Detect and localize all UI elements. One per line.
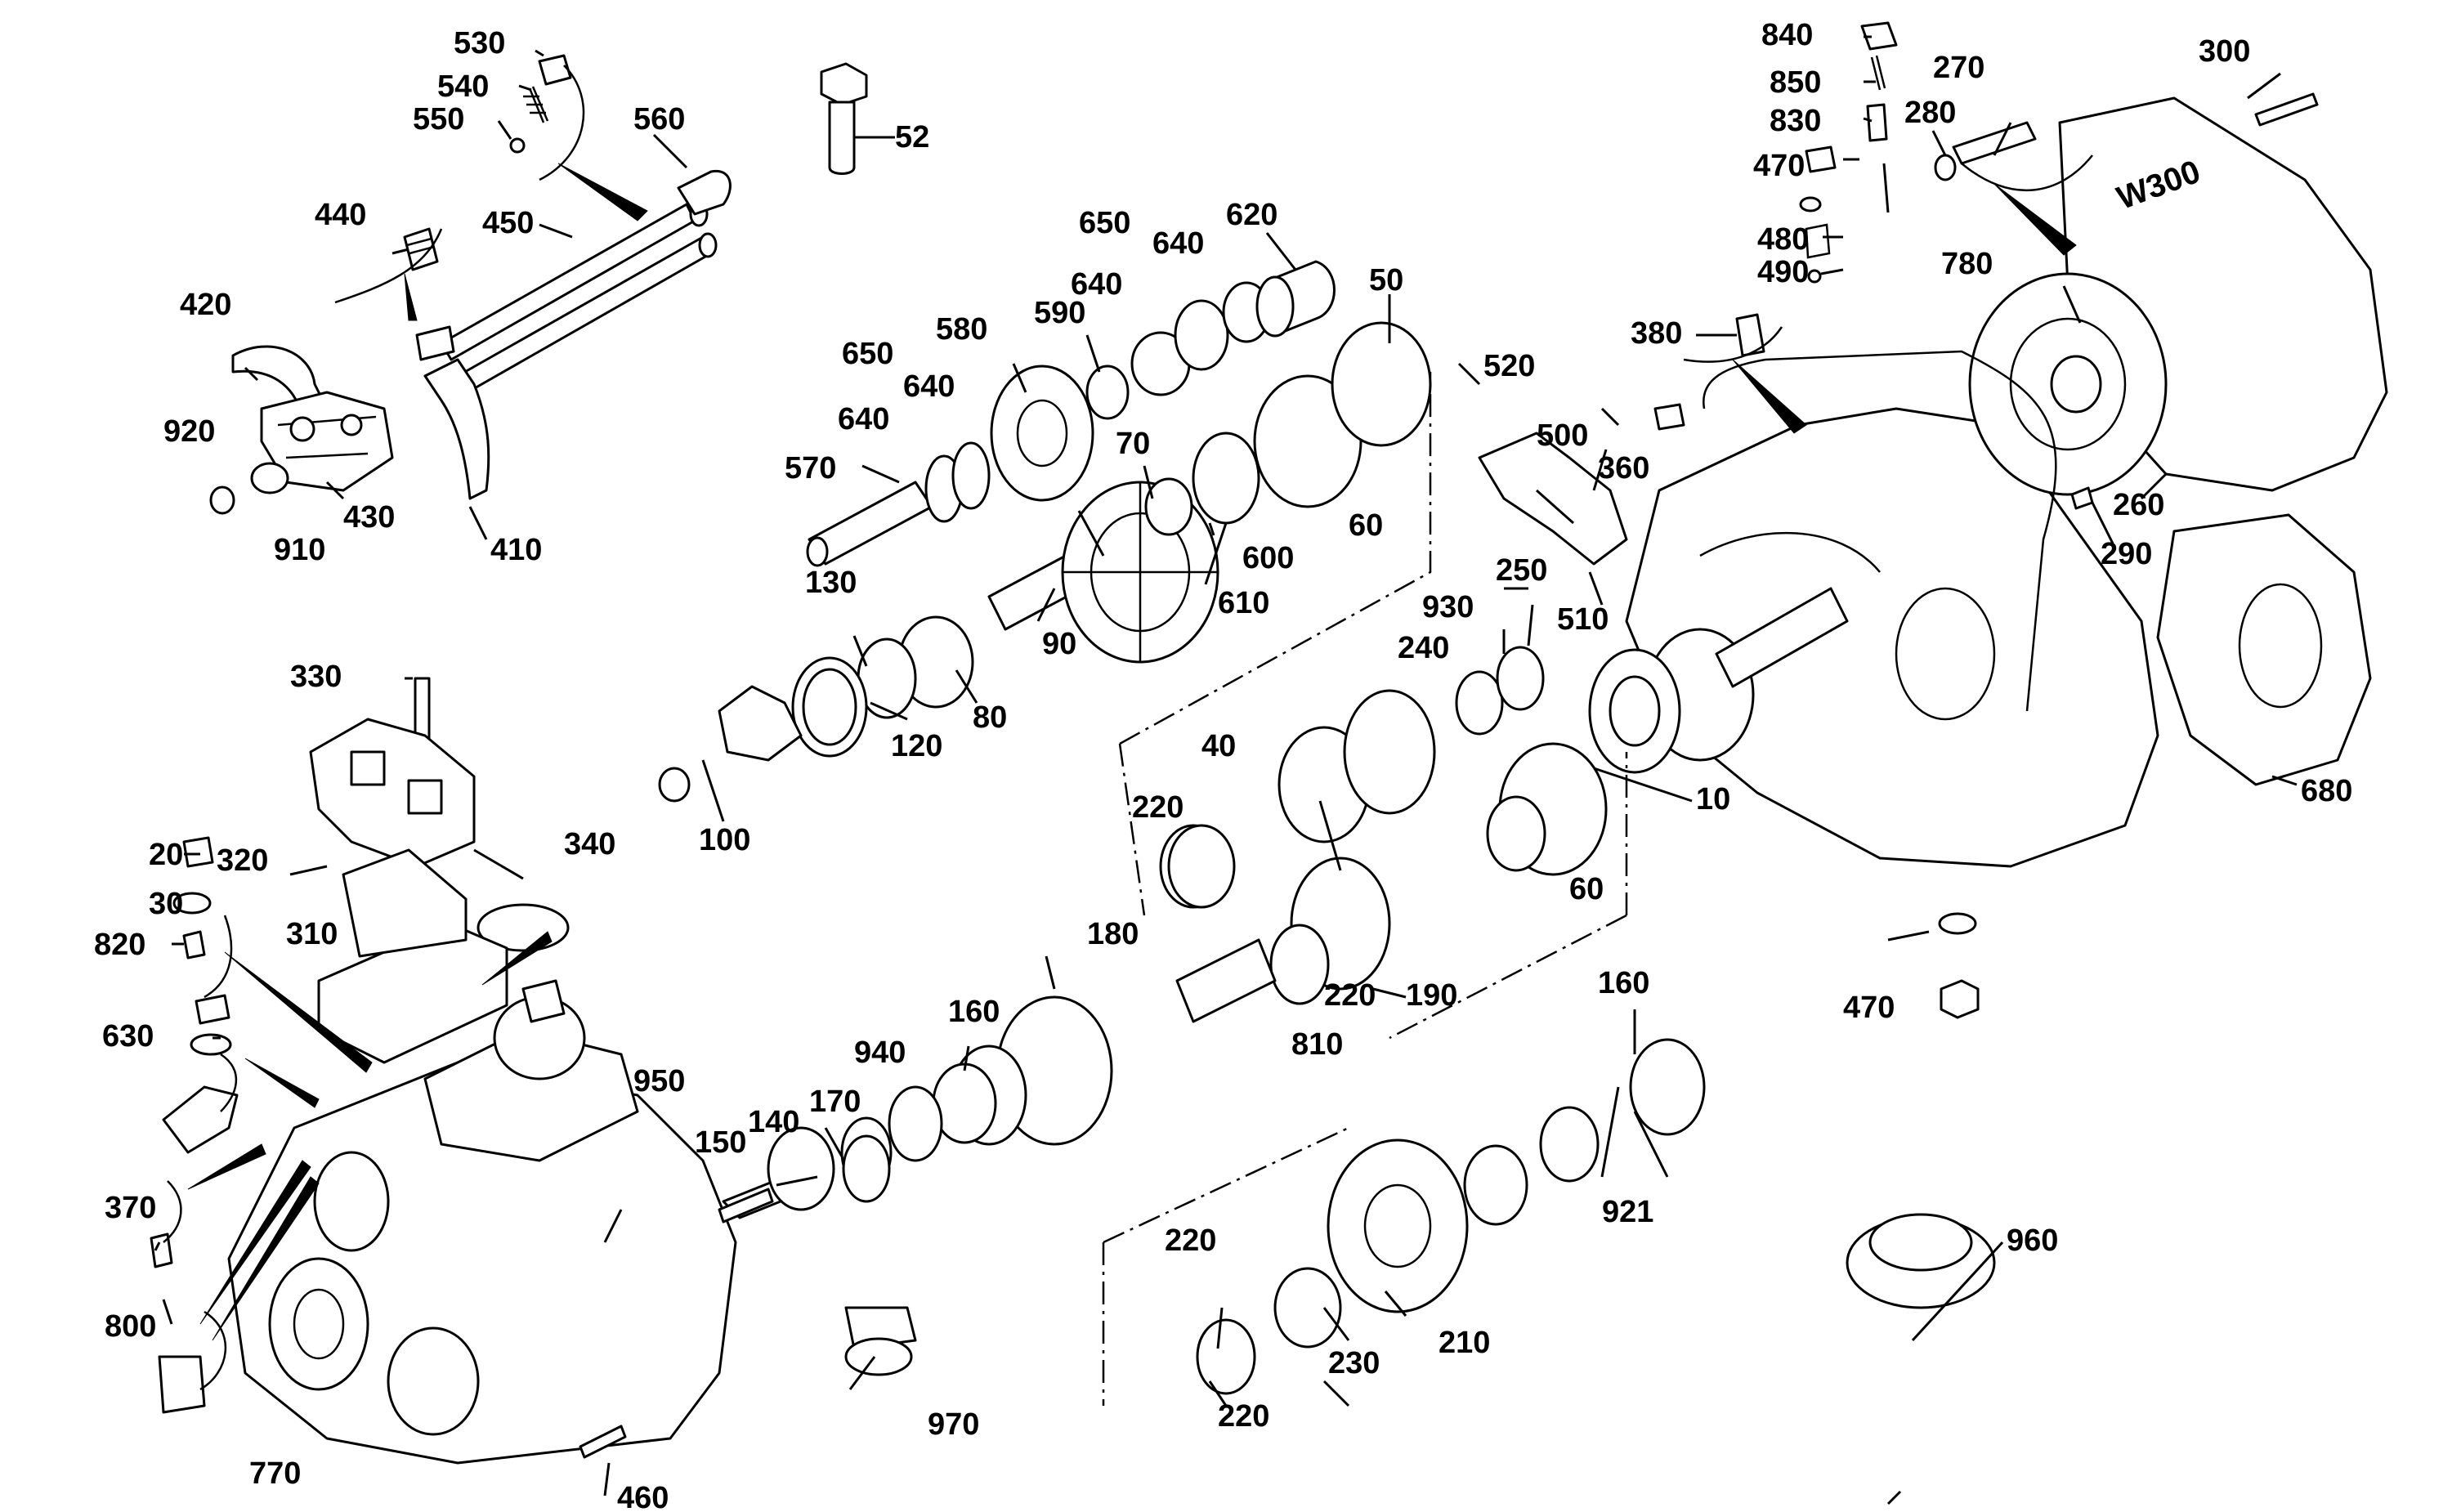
- lower-gears: [1196, 1038, 1996, 1395]
- callout-770: 770: [249, 1456, 301, 1491]
- callout-220-c: 220: [1165, 1223, 1216, 1258]
- callout-260: 260: [2113, 488, 2164, 522]
- callout-60-upper: 60: [1349, 508, 1383, 543]
- callout-310: 310: [286, 917, 338, 951]
- callout-640-a: 640: [1071, 267, 1122, 302]
- callout-360: 360: [1598, 451, 1649, 485]
- callout-140: 140: [748, 1105, 799, 1139]
- callout-220-d: 220: [1218, 1399, 1269, 1434]
- callout-100: 100: [699, 823, 750, 857]
- callout-910: 910: [274, 533, 325, 567]
- callout-330: 330: [290, 660, 342, 694]
- callout-800: 800: [105, 1309, 156, 1344]
- callout-610: 610: [1218, 586, 1269, 620]
- callout-780: 780: [1941, 247, 1993, 281]
- callout-130: 130: [805, 566, 857, 600]
- callout-170: 170: [809, 1085, 861, 1119]
- callout-180: 180: [1087, 917, 1139, 951]
- callout-630: 630: [102, 1019, 154, 1053]
- leader-lines: [154, 35, 2298, 1505]
- callout-570: 570: [785, 451, 836, 485]
- callout-580: 580: [936, 312, 987, 347]
- callout-560: 560: [633, 102, 685, 136]
- callout-240: 240: [1398, 631, 1449, 665]
- input-shaft-group: [806, 260, 1336, 567]
- callout-160-right: 160: [1598, 966, 1649, 1000]
- callout-220-a: 220: [1132, 790, 1184, 825]
- callout-420: 420: [180, 288, 231, 322]
- callout-40: 40: [1201, 729, 1236, 763]
- callout-270: 270: [1933, 51, 1984, 85]
- callout-830: 830: [1770, 104, 1821, 138]
- callout-640-b: 640: [1152, 226, 1204, 261]
- callout-210: 210: [1439, 1326, 1490, 1360]
- callout-labels: 10 20 30 40 50 52 60 60 70 80 90 100 120…: [94, 18, 2352, 1512]
- callout-60-lower: 60: [1569, 872, 1604, 906]
- callout-850: 850: [1770, 65, 1821, 100]
- callout-30-left: 30: [149, 887, 183, 921]
- bolt-52: [820, 62, 868, 175]
- callout-840: 840: [1761, 18, 1813, 52]
- callout-540: 540: [437, 69, 489, 104]
- callout-370: 370: [105, 1191, 156, 1225]
- callout-280: 280: [1904, 96, 1956, 130]
- callout-80: 80: [973, 700, 1007, 735]
- callout-640-c: 640: [903, 369, 955, 404]
- callout-440: 440: [315, 198, 366, 232]
- callout-220-b: 220: [1324, 978, 1376, 1013]
- callout-160-left: 160: [948, 995, 1000, 1029]
- callout-960: 960: [2007, 1223, 2058, 1258]
- callout-930: 930: [1422, 590, 1474, 624]
- callout-620: 620: [1226, 198, 1277, 232]
- callout-230: 230: [1328, 1346, 1380, 1380]
- callout-550: 550: [413, 102, 464, 136]
- callout-320: 320: [217, 843, 268, 878]
- callout-90: 90: [1042, 627, 1076, 661]
- callout-290: 290: [2101, 537, 2152, 571]
- callout-921: 921: [1602, 1195, 1653, 1229]
- right-housing: W300: [1478, 21, 2388, 1019]
- callout-500: 500: [1537, 418, 1588, 453]
- callout-510: 510: [1557, 602, 1609, 637]
- callout-190: 190: [1406, 978, 1457, 1013]
- callout-52: 52: [895, 120, 929, 154]
- callout-590: 590: [1034, 296, 1085, 330]
- callout-470-top: 470: [1753, 149, 1805, 183]
- shift-mechanism: [209, 54, 732, 515]
- callout-940: 940: [854, 1036, 906, 1070]
- callout-530: 530: [454, 26, 505, 60]
- callout-600: 600: [1242, 541, 1294, 575]
- callout-650-a: 650: [1079, 206, 1130, 240]
- callout-490: 490: [1757, 255, 1809, 289]
- callout-650-b: 650: [842, 337, 893, 371]
- callout-410: 410: [490, 533, 542, 567]
- callout-250: 250: [1496, 553, 1547, 588]
- callout-300: 300: [2199, 34, 2250, 69]
- callout-470-bottom: 470: [1843, 991, 1895, 1025]
- callout-150: 150: [695, 1125, 746, 1160]
- left-housing: [150, 677, 835, 1465]
- callout-680: 680: [2301, 774, 2352, 808]
- callout-950: 950: [633, 1064, 685, 1098]
- callout-340: 340: [564, 827, 615, 861]
- callout-460: 460: [617, 1481, 669, 1512]
- callout-920: 920: [163, 414, 215, 449]
- callout-120: 120: [891, 729, 942, 763]
- callout-70: 70: [1116, 427, 1150, 461]
- callout-640-d: 640: [838, 402, 889, 436]
- callout-450: 450: [482, 206, 534, 240]
- center-gears: [722, 646, 1608, 1376]
- callout-430: 430: [343, 500, 395, 535]
- callout-20: 20: [149, 838, 183, 872]
- callout-480: 480: [1757, 222, 1809, 257]
- callout-520: 520: [1483, 349, 1535, 383]
- callout-810: 810: [1291, 1027, 1343, 1062]
- callout-820: 820: [94, 928, 145, 962]
- callout-380: 380: [1631, 316, 1682, 351]
- callout-50: 50: [1369, 263, 1403, 297]
- callout-10: 10: [1696, 782, 1730, 816]
- callout-970: 970: [928, 1407, 979, 1442]
